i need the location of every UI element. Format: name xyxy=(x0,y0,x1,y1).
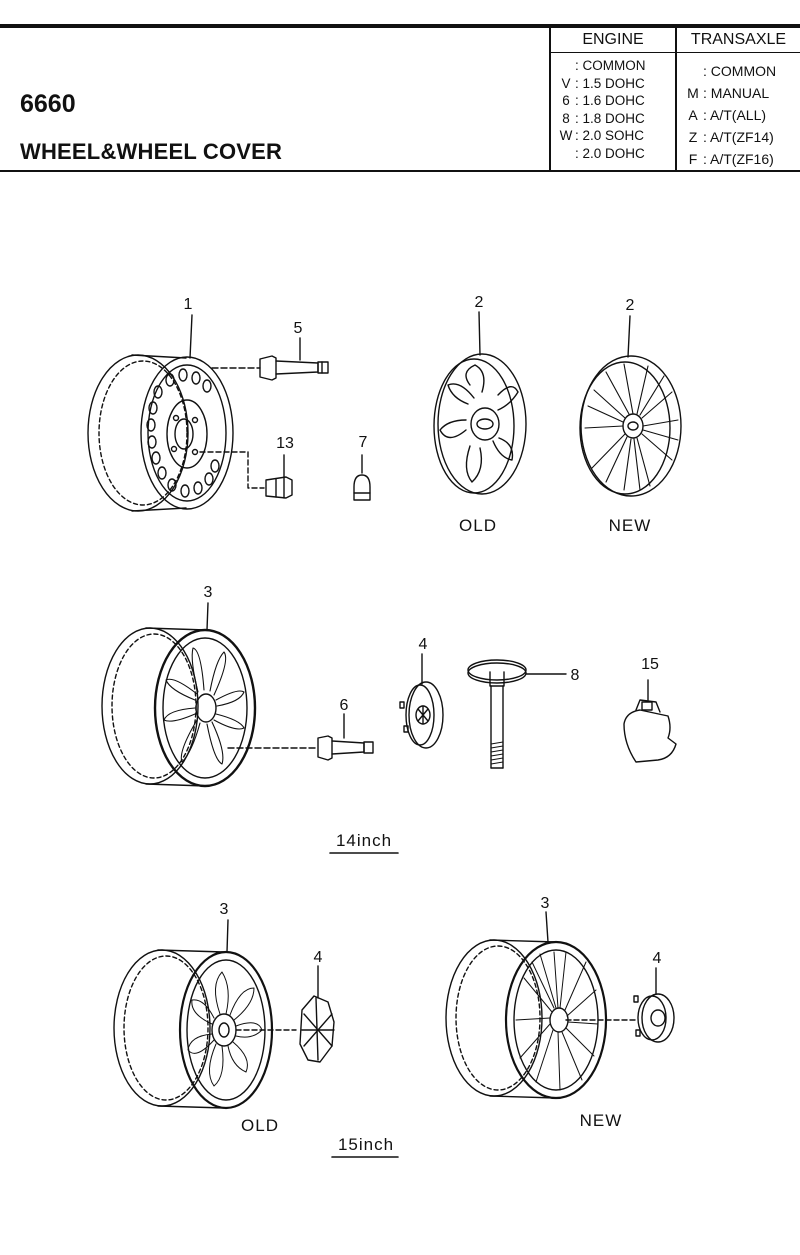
engine-row: 6: 1.6 DOHC xyxy=(562,93,645,109)
engine-row: W: 2.0 SOHC xyxy=(559,128,645,144)
wheel-nut-13 xyxy=(199,451,293,499)
caption-cover-old: OLD xyxy=(459,516,497,535)
transaxle-heading: TRANSAXLE xyxy=(677,28,800,53)
callout-13: 13 xyxy=(276,435,294,452)
transaxle-row: M: MANUAL xyxy=(687,85,770,101)
engine-heading: ENGINE xyxy=(551,28,675,53)
valve-stem-6 xyxy=(227,735,374,761)
engine-row: V: 1.5 DOHC xyxy=(561,75,645,91)
engine-row: : 2.0 DOHC xyxy=(575,145,645,161)
transaxle-row: F: A/T(ZF16) xyxy=(688,151,774,167)
transaxle-column: TRANSAXLE : COMMON M: MANUAL A: A/T(ALL)… xyxy=(675,28,800,170)
nut-cap-7 xyxy=(353,474,371,501)
legend-table: ENGINE : COMMON V: 1.5 DOHC 6: 1.6 DOHC … xyxy=(549,28,800,170)
alloy-wheel-15-old xyxy=(113,949,274,1110)
transaxle-row: Z: A/T(ZF14) xyxy=(688,129,774,145)
callout-6: 6 xyxy=(340,697,349,714)
steel-wheel-holes xyxy=(146,368,220,498)
transaxle-row: : COMMON xyxy=(703,63,777,79)
leader-3-15-old xyxy=(226,919,229,953)
caption-15-old: OLD xyxy=(241,1116,279,1135)
engine-row: 8: 1.8 DOHC xyxy=(562,110,645,126)
callout-3-15-new: 3 xyxy=(541,895,550,912)
wheel-cover-old xyxy=(433,353,527,495)
callout-15: 15 xyxy=(641,656,659,673)
engine-row: : COMMON xyxy=(575,58,646,73)
leader-3-15-new xyxy=(545,911,549,943)
caption-14inch: 14inch xyxy=(336,831,392,850)
group-title: WHEEL&WHEEL COVER xyxy=(20,139,283,164)
callout-1: 1 xyxy=(184,296,193,313)
callout-2-new: 2 xyxy=(626,297,635,314)
callout-4-14: 4 xyxy=(419,636,428,653)
center-cap-15-new xyxy=(565,993,675,1043)
leader-2-new xyxy=(627,315,631,358)
leader-3-14 xyxy=(206,602,209,631)
callout-5: 5 xyxy=(294,320,303,337)
steel-wheel xyxy=(87,354,234,512)
alloy-wheel-14 xyxy=(101,627,257,788)
group-code: 6660 xyxy=(20,90,76,118)
callout-4-15-old: 4 xyxy=(314,949,323,966)
callout-3-15-old: 3 xyxy=(220,901,229,918)
caption-15-new: NEW xyxy=(580,1111,623,1130)
wheel-cover-new xyxy=(579,355,682,497)
valve-stem-5 xyxy=(211,355,329,381)
callout-2-old: 2 xyxy=(475,294,484,311)
center-cap-15-old xyxy=(235,995,335,1063)
callout-3-14: 3 xyxy=(204,584,213,601)
transaxle-row: A: A/T(ALL) xyxy=(688,107,767,123)
callout-8: 8 xyxy=(571,667,580,684)
callout-7: 7 xyxy=(359,434,368,451)
header-block: 6660 WHEEL&WHEEL COVER xyxy=(0,28,800,172)
alloy-wheel-15-new xyxy=(445,939,608,1100)
leader-1 xyxy=(189,314,193,359)
sensor-15 xyxy=(623,679,677,763)
spare-wheel-bolt-8 xyxy=(467,659,567,769)
callout-4-15-new: 4 xyxy=(653,950,662,967)
engine-column: ENGINE : COMMON V: 1.5 DOHC 6: 1.6 DOHC … xyxy=(549,28,675,170)
leader-2-old xyxy=(478,311,481,356)
center-cap-14 xyxy=(399,681,444,749)
caption-cover-new: NEW xyxy=(609,516,652,535)
header-top-rule xyxy=(0,24,800,28)
caption-15inch: 15inch xyxy=(338,1135,394,1154)
